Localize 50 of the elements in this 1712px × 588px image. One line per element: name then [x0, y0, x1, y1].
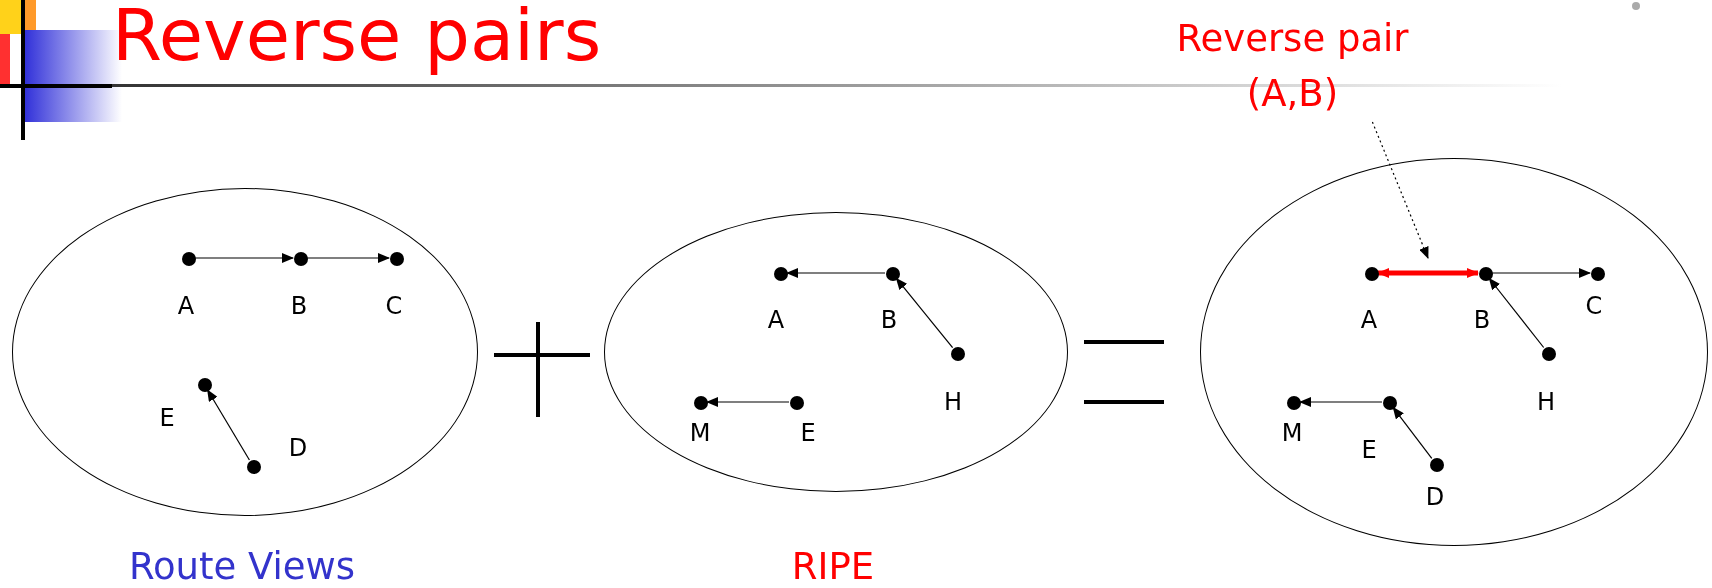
graph-caption: Route Views	[128, 544, 356, 588]
vertex-label: E	[159, 404, 175, 432]
graph-vertex	[390, 252, 404, 266]
vertex-label: B	[880, 306, 898, 334]
vertex-label: H	[944, 388, 962, 416]
graph-vertex	[1365, 267, 1379, 281]
arrow	[1491, 268, 1591, 278]
vertex-label: D	[1425, 483, 1445, 511]
slide-title: Reverse pairs	[112, 0, 602, 79]
vertex-label: H	[1537, 388, 1555, 416]
vertex-label: D	[288, 434, 308, 462]
graph-vertex	[951, 347, 965, 361]
vertex-label: C	[1585, 292, 1603, 320]
graph-vertex	[886, 267, 900, 281]
arrow	[1299, 397, 1383, 407]
vertex-label: E	[800, 419, 816, 447]
arrow	[1488, 277, 1545, 349]
arrow	[1377, 268, 1479, 278]
graph-vertex	[694, 396, 708, 410]
vertex-label: C	[385, 292, 403, 320]
graph-caption: RIPE	[791, 544, 875, 588]
arrow	[194, 253, 294, 263]
vertex-label: M	[689, 419, 711, 447]
vertex-label: A	[177, 292, 195, 320]
arrow	[306, 253, 390, 263]
graph-vertex	[774, 267, 788, 281]
graph-vertex	[182, 252, 196, 266]
graph-vertex	[1542, 347, 1556, 361]
leader-line	[1371, 121, 1429, 259]
graph-vertex	[1287, 396, 1301, 410]
graph-vertex	[1591, 267, 1605, 281]
arrow	[207, 389, 250, 461]
graph-vertex	[198, 378, 212, 392]
graph-vertex	[294, 252, 308, 266]
vertex-label: A	[1360, 306, 1378, 334]
graph-vertex	[1479, 267, 1493, 281]
vertex-label: A	[767, 306, 785, 334]
arrow	[895, 277, 954, 349]
graph-vertex	[247, 460, 261, 474]
vertex-label: B	[290, 292, 308, 320]
vertex-label: M	[1281, 419, 1303, 447]
callout-text: Reverse pair (A,B)	[1175, 15, 1410, 117]
arrow	[786, 268, 886, 278]
arrow	[706, 397, 790, 407]
vertex-label: E	[1361, 436, 1377, 464]
graph-vertex	[790, 396, 804, 410]
graph-vertex	[1383, 396, 1397, 410]
vertex-label: B	[1473, 306, 1491, 334]
arrow	[1392, 406, 1433, 460]
graph-vertex	[1430, 458, 1444, 472]
